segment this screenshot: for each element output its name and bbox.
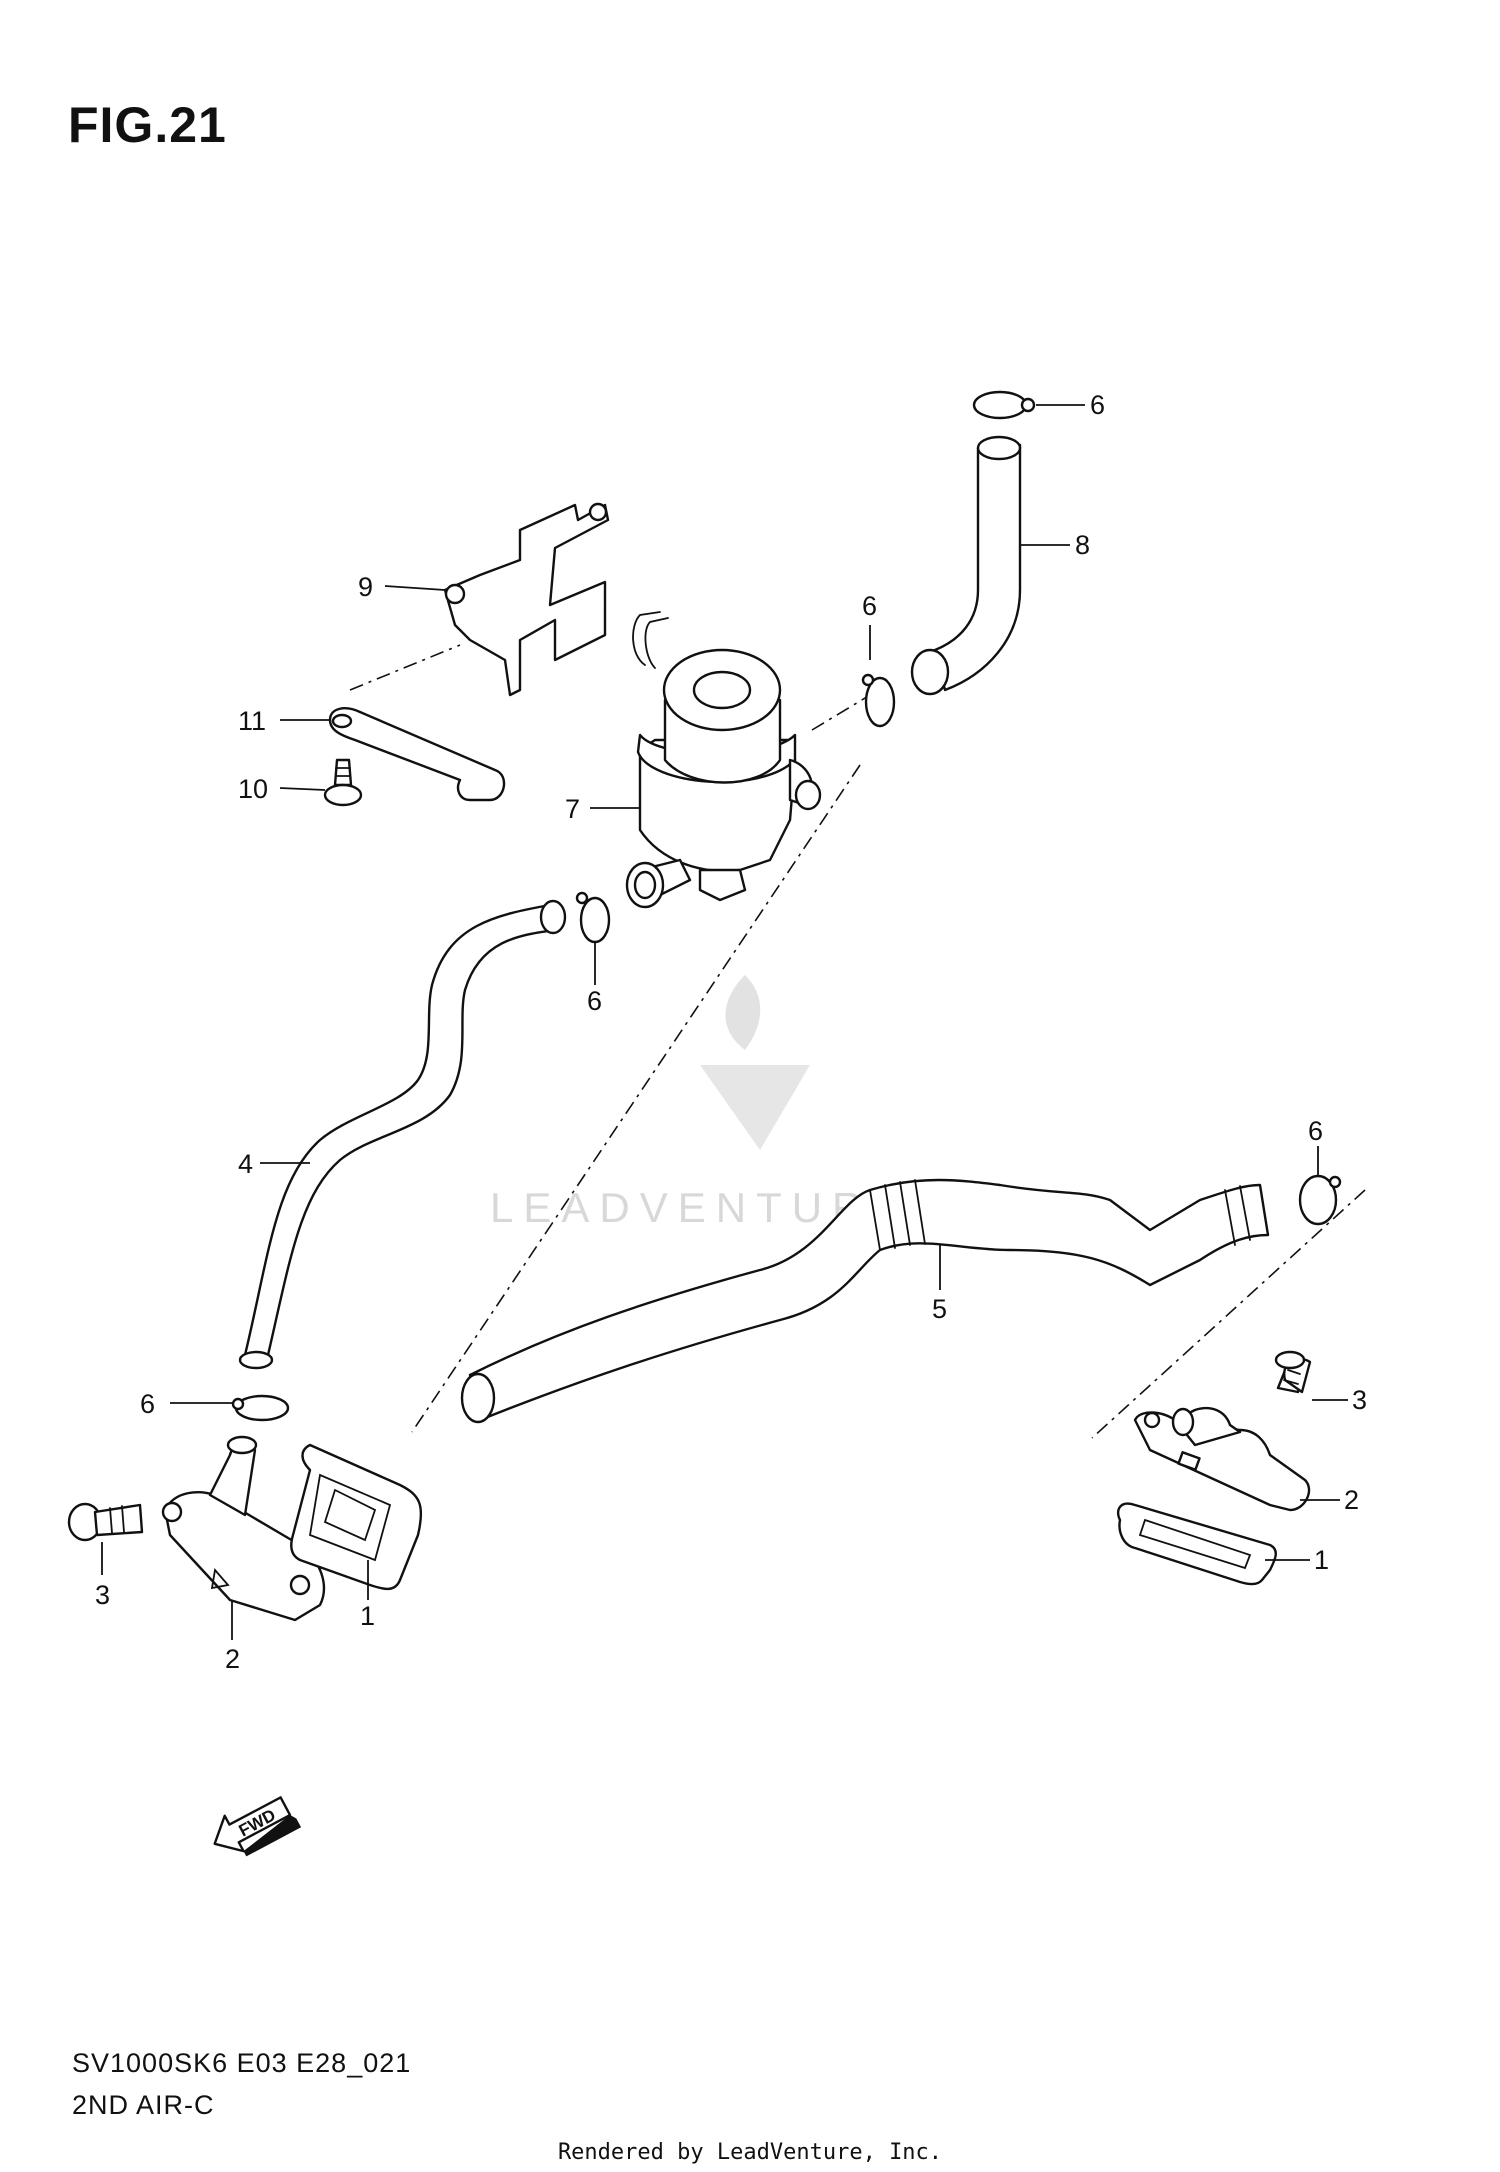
assembly-lines <box>349 644 1366 1439</box>
clamp-right <box>1298 1146 1342 1226</box>
valve-7 <box>590 611 822 909</box>
callout-3-right: 3 <box>1352 1385 1367 1415</box>
callout-11: 11 <box>238 706 266 736</box>
leadventure-watermark: LEADVENTURE <box>490 975 900 1231</box>
callout-3-left: 3 <box>95 1580 110 1610</box>
callout-9: 9 <box>358 572 373 602</box>
section-name: 2ND AIR-C <box>72 2090 215 2120</box>
band-11 <box>280 707 506 802</box>
figure-title: FIG.21 <box>68 97 227 153</box>
left-valve-assembly <box>67 1435 423 1640</box>
callout-4: 4 <box>238 1149 253 1179</box>
callout-labels: 6 8 6 9 11 10 7 6 4 6 5 6 3 2 1 3 2 1 <box>95 390 1367 1674</box>
rendered-by: Rendered by LeadVenture, Inc. <box>557 2140 943 2165</box>
clamp-bottom <box>170 1394 290 1422</box>
callout-6-right: 6 <box>1308 1116 1323 1146</box>
callout-2-left: 2 <box>225 1644 240 1674</box>
hose-4 <box>238 899 567 1370</box>
clamp-top <box>972 390 1085 420</box>
screw-10 <box>279 758 363 807</box>
callout-1-left: 1 <box>360 1601 375 1631</box>
bracket-9 <box>384 502 610 697</box>
callout-2-right: 2 <box>1344 1485 1359 1515</box>
callout-8: 8 <box>1075 530 1090 560</box>
callout-6-bottom: 6 <box>140 1389 155 1419</box>
callout-5: 5 <box>932 1294 947 1324</box>
hose-8 <box>910 435 1070 696</box>
hose-5 <box>460 1178 1270 1424</box>
callout-6-mid: 6 <box>862 591 877 621</box>
clamp-left <box>575 891 611 985</box>
callout-1-right: 1 <box>1314 1545 1329 1575</box>
right-valve-assembly <box>1116 1350 1348 1586</box>
clamp-mid <box>861 625 896 728</box>
callout-6-top: 6 <box>1090 390 1105 420</box>
callout-7: 7 <box>565 794 580 824</box>
model-code: SV1000SK6 E03 E28_021 <box>72 2048 412 2078</box>
callout-6-left: 6 <box>587 986 602 1016</box>
fwd-arrow-icon: FWD <box>213 1796 302 1857</box>
callout-10: 10 <box>238 774 268 804</box>
